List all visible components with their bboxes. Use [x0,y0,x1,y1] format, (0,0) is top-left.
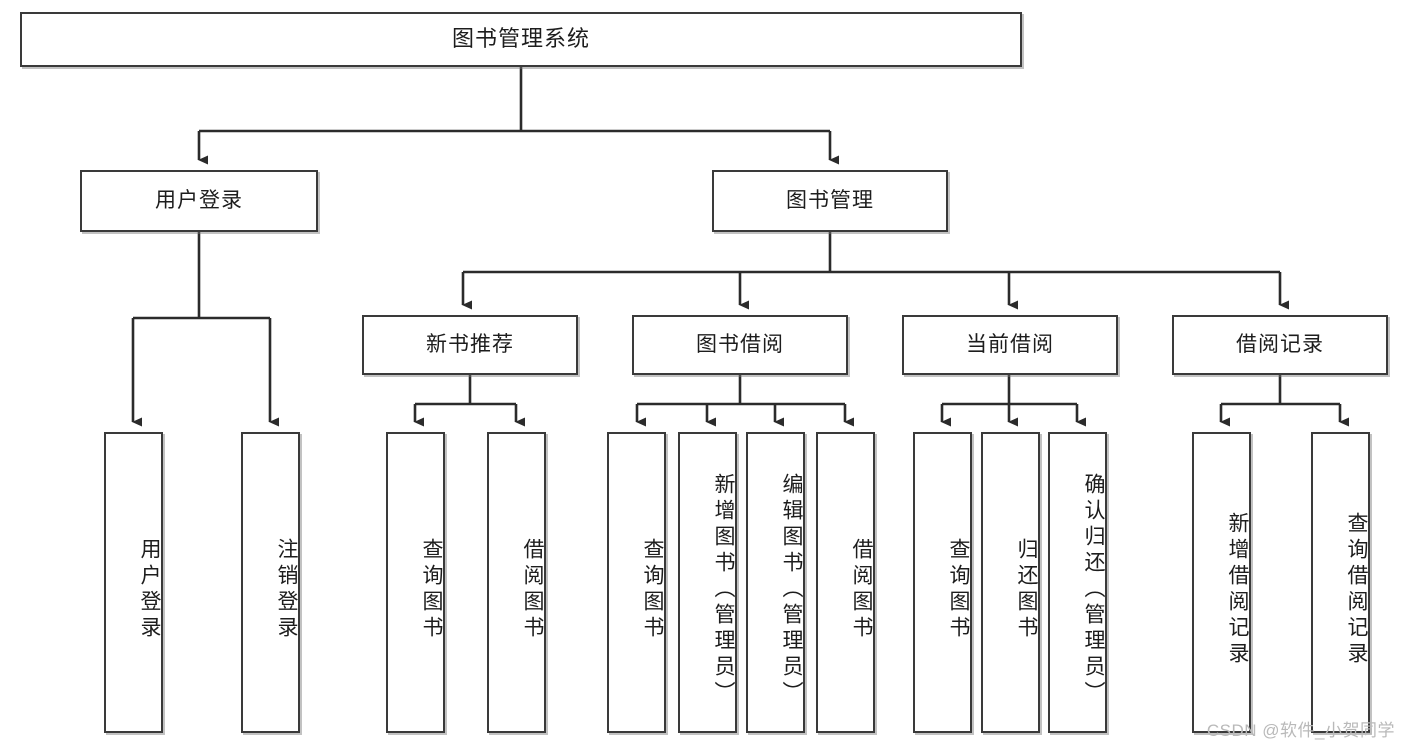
leaf-return-book[interactable]: 归还图书 [981,432,1040,733]
leaf-query-record[interactable]: 查询借阅记录 [1311,432,1370,733]
node-new-book-recommend[interactable]: 新书推荐 [362,315,578,375]
leaf-query-book-2[interactable]: 查询图书 [607,432,666,733]
csdn-watermark: CSDN @软件_小贺同学 [1206,721,1395,740]
leaf-edit-book[interactable]: 编辑图书（管理员） [746,432,805,733]
node-book-management[interactable]: 图书管理 [712,170,948,232]
node-root[interactable]: 图书管理系统 [20,12,1022,67]
node-user-login[interactable]: 用户登录 [80,170,318,232]
leaf-logout[interactable]: 注销登录 [241,432,300,733]
leaf-add-record[interactable]: 新增借阅记录 [1192,432,1251,733]
node-borrow-record[interactable]: 借阅记录 [1172,315,1388,375]
node-current-borrow[interactable]: 当前借阅 [902,315,1118,375]
leaf-user-login[interactable]: 用户登录 [104,432,163,733]
leaf-query-book-3[interactable]: 查询图书 [913,432,972,733]
leaf-query-book-1[interactable]: 查询图书 [386,432,445,733]
leaf-borrow-book-1[interactable]: 借阅图书 [487,432,546,733]
leaf-borrow-book-2[interactable]: 借阅图书 [816,432,875,733]
node-book-borrow[interactable]: 图书借阅 [632,315,848,375]
leaf-add-book[interactable]: 新增图书（管理员） [678,432,737,733]
leaf-confirm-return[interactable]: 确认归还（管理员） [1048,432,1107,733]
